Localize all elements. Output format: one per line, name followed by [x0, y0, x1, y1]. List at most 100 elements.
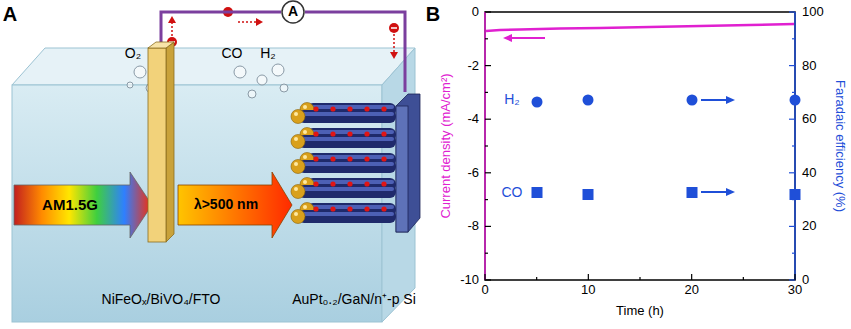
nanowire — [298, 110, 396, 123]
particle-highlight — [294, 187, 298, 191]
tick-label: -8 — [467, 219, 479, 233]
tick-mark — [789, 65, 795, 66]
gas-label: H₂ — [260, 46, 276, 61]
cocatalyst-dot — [381, 131, 386, 136]
series-label: H₂ — [504, 92, 520, 107]
ammeter-circle — [282, 1, 304, 23]
tick-mark — [485, 38, 488, 39]
axis-title: Time (h) — [616, 304, 664, 318]
cocatalyst-dot — [330, 106, 335, 111]
co-point — [687, 187, 698, 198]
current-trace — [486, 24, 794, 31]
cocatalyst-dot — [381, 206, 386, 211]
external-wire — [161, 12, 281, 42]
tick-mark — [485, 65, 491, 66]
cocatalyst-dot — [330, 131, 335, 136]
cocatalyst-dot — [313, 206, 318, 211]
electron — [389, 23, 399, 33]
photocathode: AuPt₀.₂/GaN/n⁺-p Si — [288, 92, 420, 232]
co-point — [790, 189, 801, 200]
tick-mark — [789, 279, 795, 280]
cocatalyst-dot — [364, 181, 369, 186]
tick-label: -10 — [460, 273, 479, 287]
tick-mark — [743, 277, 744, 280]
tick-mark — [536, 277, 537, 280]
nanowire-highlight — [300, 212, 394, 216]
nanowire-highlight — [300, 137, 394, 141]
tick-mark — [485, 279, 491, 280]
particle-highlight — [303, 180, 307, 184]
tick-mark — [794, 274, 795, 280]
cocatalyst-dot — [330, 181, 335, 186]
bubble — [272, 64, 284, 76]
cocatalyst-dot — [347, 131, 352, 136]
cocatalyst-dot — [330, 156, 335, 161]
series-arrowhead — [726, 188, 735, 196]
cocatalyst-dot — [313, 131, 318, 136]
cocatalyst-dot — [347, 156, 352, 161]
cocatalyst-dot — [347, 106, 352, 111]
bubble — [127, 82, 133, 88]
silicon-plate-face — [396, 106, 408, 232]
cocatalyst-dot — [347, 206, 352, 211]
slab-top — [148, 42, 174, 48]
tick-label: 80 — [802, 58, 816, 72]
nanowire — [298, 135, 396, 148]
filtered-light-arrow — [178, 172, 292, 238]
tick-mark — [691, 274, 692, 280]
tick-mark — [789, 119, 795, 120]
particle-highlight — [303, 205, 307, 209]
nanowire — [298, 210, 396, 223]
ammeter: A — [281, 0, 305, 24]
flow-arrowhead — [256, 18, 263, 26]
cell-top-face — [12, 48, 415, 85]
axis-title: Current density (mA/cm²) — [439, 73, 453, 218]
tick-mark — [792, 199, 795, 200]
tick-mark — [485, 119, 491, 120]
tick-mark — [792, 253, 795, 254]
nanowire — [298, 185, 396, 198]
tick-label: -4 — [467, 112, 479, 126]
tick-mark — [485, 226, 491, 227]
tick-label: -2 — [467, 58, 479, 72]
metal-particle — [291, 185, 305, 199]
tick-mark — [789, 172, 795, 173]
cocatalyst-dot — [313, 106, 318, 111]
tick-label: 60 — [802, 112, 816, 126]
cocatalyst-dot — [347, 181, 352, 186]
gas-label: O₂ — [125, 46, 141, 61]
electrode-label: AuPt₀.₂/GaN/n⁺-p Si — [292, 292, 416, 307]
particle-highlight — [294, 137, 298, 141]
nanowire-highlight — [300, 187, 394, 191]
particle-highlight — [303, 130, 307, 134]
series-label: CO — [502, 185, 523, 200]
axis-title: Faradaic efficiency (%) — [833, 80, 847, 212]
tick-label: 20 — [684, 283, 698, 297]
tick-mark — [485, 253, 488, 254]
external-wire — [305, 12, 405, 92]
tick-label: 20 — [802, 219, 816, 233]
tick-mark — [588, 274, 589, 280]
slab-face — [148, 48, 166, 242]
tick-mark — [485, 92, 488, 93]
cocatalyst-dot — [313, 181, 318, 186]
flow-arrowhead — [390, 52, 398, 59]
series-arrowhead — [503, 34, 512, 42]
nanowire-highlight — [300, 112, 394, 116]
metal-particle — [291, 110, 305, 124]
metal-particle — [291, 160, 305, 174]
series-arrow — [512, 37, 545, 39]
particle-highlight — [294, 112, 298, 116]
tick-mark — [485, 11, 491, 12]
cocatalyst-dot — [381, 181, 386, 186]
flow-arrow — [238, 21, 256, 23]
sunlight-arrow — [14, 172, 152, 238]
tick-mark — [792, 92, 795, 93]
electrode-label: NiFeOₓ/BiVO₄/FTO — [102, 292, 221, 307]
cocatalyst-dot — [364, 156, 369, 161]
co-point — [532, 187, 543, 198]
slab-side — [166, 42, 174, 242]
particle-highlight — [294, 162, 298, 166]
photoanode-slab — [148, 42, 174, 242]
